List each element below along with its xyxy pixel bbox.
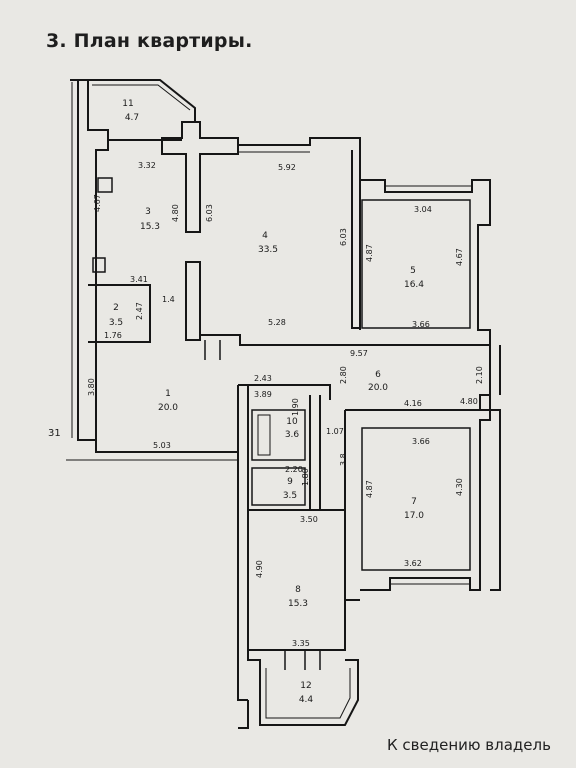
plan-title: 3. План квартиры. [46,30,253,52]
dim-label: 3.66 [412,437,430,446]
room-8-area: 15.3 [288,599,308,609]
dim-label: 4.67 [455,248,464,266]
dim-label: 5.92 [278,163,296,172]
dim-label: 2.47 [135,302,144,320]
dim-label: 1.90 [291,398,300,416]
dim-label: 31 [48,428,61,439]
room-5-area: 16.4 [404,280,424,290]
dim-label: 2.43 [254,374,272,383]
dim-label: 3.41 [130,275,148,284]
room-11-area: 4.7 [125,113,139,123]
stove-icon [97,177,113,193]
dim-label: 3.80 [87,378,96,396]
dim-label: 6.03 [339,228,348,246]
dim-label: 5.03 [153,441,171,450]
dim-label: 3.35 [292,639,310,648]
room-1-number: 1 [165,389,171,399]
room-2-area: 3.5 [109,318,123,328]
dim-label: 3.89 [254,390,272,399]
owner-note: К сведению владель [387,736,551,754]
room-6-number: 6 [375,370,381,380]
dim-label: 3.8 [339,453,348,466]
sink-icon [92,257,106,273]
dim-label: 5.28 [268,318,286,327]
dim-label: 3.50 [300,515,318,524]
dim-label: 4.80 [171,204,180,222]
dim-label: 2.20 [285,465,303,474]
room-10-area: 3.6 [285,430,300,440]
dim-label: 3.62 [404,559,422,568]
dim-label: 3.66 [412,320,430,329]
dim-label: 2.10 [475,366,484,384]
room-7-area: 17.0 [404,511,424,521]
room-8-number: 8 [295,585,301,595]
walls [66,79,501,729]
dim-label: 1.76 [104,331,122,340]
dim-label: 1.4 [162,295,175,304]
room-12-number: 12 [300,681,311,691]
dim-label: 3.04 [414,205,432,214]
fixtures [92,177,321,670]
room-3-number: 3 [145,207,151,217]
room-2-number: 2 [113,303,119,313]
room-4-area: 33.5 [258,245,278,255]
room-7-number: 7 [411,497,417,507]
dim-label: 1.07 [326,427,344,436]
dim-label: 4.16 [404,399,422,408]
room-12-area: 4.4 [299,695,314,705]
room-1-area: 20.0 [158,403,178,413]
dim-label: 4.67 [93,194,102,212]
dim-label: 4.90 [255,560,264,578]
room-10-number: 10 [286,417,298,427]
dim-label: 2.80 [339,366,348,384]
room-6-area: 20.0 [368,383,388,393]
dim-label: 4.87 [365,480,374,498]
room-4-number: 4 [262,231,268,241]
dimension-labels: 3.32 5.92 4.67 4.80 6.03 6.03 3.04 4.87 … [48,161,484,648]
room-11-number: 11 [122,99,133,109]
dim-label: 4.87 [365,244,374,262]
room-3-area: 15.3 [140,222,160,232]
dim-label: 6.03 [205,204,214,222]
room-labels: 11 4.7 3 15.3 4 33.5 5 16.4 2 3.5 1 20.0… [109,99,424,705]
dim-label: 4.80 [460,397,478,406]
room-5-number: 5 [410,266,416,276]
room-9-area: 3.5 [283,491,297,501]
dim-label: 4.30 [455,478,464,496]
dim-label: 3.32 [138,161,156,170]
room-9-number: 9 [287,477,293,487]
dim-label: 1.80 [301,468,310,486]
dim-label: 9.57 [350,349,368,358]
